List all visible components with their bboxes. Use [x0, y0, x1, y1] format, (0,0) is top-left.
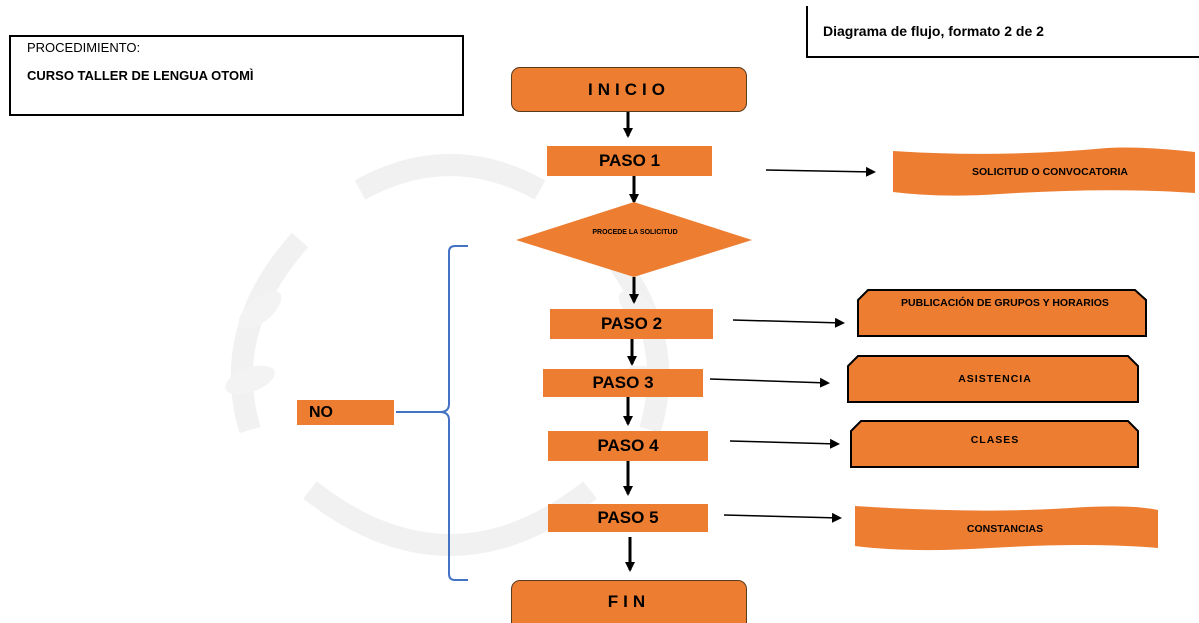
no-bracket — [439, 245, 468, 581]
arrow-step2-output — [732, 317, 845, 328]
procedure-name: CURSO TALLER DE LENGUA OTOMÌ — [27, 68, 254, 83]
procedure-label: PROCEDIMIENTO: — [27, 40, 141, 55]
start-terminal: INICIO — [511, 67, 747, 112]
format-label: Diagrama de flujo, formato 2 de 2 — [823, 23, 1044, 39]
step3-box: PASO 3 — [543, 369, 703, 397]
end-terminal: FIN — [511, 580, 747, 623]
decision-label: PROCEDE LA SOLICITUD — [592, 229, 678, 236]
step4-box: PASO 4 — [548, 431, 708, 461]
step1-box: PASO 1 — [547, 146, 712, 176]
output-step5-label: CONSTANCIAS — [966, 523, 1044, 535]
step2-box: PASO 2 — [550, 309, 713, 339]
no-label: NO — [297, 400, 394, 425]
output-shape-step3 — [847, 355, 1139, 403]
arrow-step1-output — [765, 166, 876, 177]
output-step4-label: CLASES — [970, 434, 1020, 446]
arrow-step3-output — [709, 377, 830, 388]
format-box — [806, 6, 1199, 58]
output-shape-step4 — [850, 420, 1139, 468]
output-shape-step5 — [855, 506, 1158, 551]
output-step3-label: ASISTENCIA — [958, 373, 1032, 385]
step5-box: PASO 5 — [548, 504, 708, 532]
procedure-box — [9, 35, 464, 116]
output-shape-step2 — [857, 289, 1147, 337]
arrow-step5-output — [723, 512, 842, 523]
output-shape-step1 — [893, 147, 1195, 196]
output-step1-label: SOLICITUD O CONVOCATORIA — [972, 166, 1128, 178]
arrow-step4-output — [729, 438, 840, 449]
output-step2-label: PUBLICACIÓN DE GRUPOS Y HORARIOS — [901, 297, 1109, 309]
decision-diamond — [516, 202, 752, 277]
